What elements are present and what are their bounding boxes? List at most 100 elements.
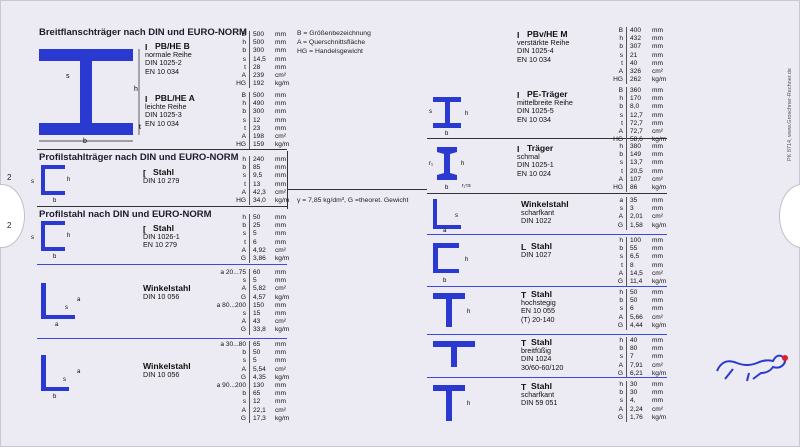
param-value: 300 — [249, 47, 273, 56]
block-winkel-1: Winkelstahl DIN 10 056 — [143, 283, 191, 301]
param-label: HG — [236, 196, 246, 204]
param-value: 360 — [626, 87, 650, 96]
param-label: B — [241, 31, 246, 38]
profile-name: PB/HE B — [155, 41, 190, 51]
param-value: 4, — [626, 397, 650, 406]
param-value: 5 — [249, 230, 273, 239]
param-value: 12 — [249, 116, 273, 125]
param-unit: mm — [275, 100, 286, 108]
param-label: B — [618, 27, 623, 34]
param-value: 28 — [249, 63, 273, 72]
profile-name: PBL/HE A — [155, 93, 195, 103]
param-unit: mm — [652, 353, 663, 361]
param-label: b — [242, 222, 246, 230]
param-value: 307 — [626, 43, 650, 52]
dim-s: s — [66, 73, 70, 80]
right-finger-notch[interactable] — [779, 184, 800, 248]
block-stahl-u: [Stahl DIN 10 279 — [143, 167, 179, 185]
profile-name: Stahl — [531, 381, 553, 391]
param-unit: mm — [652, 87, 663, 94]
divider-line — [427, 377, 667, 378]
dim-h: h — [465, 111, 468, 117]
profile-desc: verstärkte Reihe — [517, 38, 570, 47]
param-label: a — [619, 197, 623, 204]
param-value: 4,35 — [249, 373, 273, 382]
param-value: 12 — [249, 398, 273, 407]
param-value: 4,57 — [249, 293, 273, 302]
param-value: 72,7 — [626, 127, 650, 137]
param-label: A — [241, 406, 246, 414]
i-profile-icon: I — [517, 144, 520, 154]
dim-s: s — [31, 179, 34, 185]
param-unit: kg/m — [652, 413, 667, 421]
dim-s: s — [31, 235, 34, 241]
param-label: t — [621, 167, 623, 175]
profile-desc: 30/60-60/120 — [521, 362, 564, 372]
param-label: G — [240, 373, 246, 381]
param-label: A — [618, 127, 623, 135]
dim-s: s — [429, 109, 432, 115]
param-value: 1,58 — [626, 221, 650, 230]
param-unit: mm — [275, 124, 286, 132]
param-value: 30 — [626, 389, 650, 398]
param-value: 432 — [626, 35, 650, 44]
param-value: 192 — [249, 80, 273, 89]
param-label: HG — [613, 183, 623, 191]
profile-desc: DIN 1025-2 — [145, 58, 182, 68]
param-unit: mm — [275, 47, 286, 55]
param-value: 15 — [249, 309, 273, 319]
profile-desc: EN 10 024 — [517, 168, 551, 178]
profile-name: Stahl — [531, 241, 553, 251]
param-unit: mm — [275, 390, 286, 398]
param-value: 262 — [626, 76, 650, 85]
param-label: s — [619, 159, 623, 167]
param-value: 380 — [626, 143, 650, 152]
left-finger-notch[interactable] — [0, 184, 25, 248]
param-value: 107 — [626, 175, 650, 184]
param-label: b — [619, 345, 623, 353]
param-value: 3 — [626, 205, 650, 214]
param-unit: cm² — [275, 318, 286, 326]
t-profile-icon: T — [521, 290, 527, 300]
param-value: 65 — [249, 390, 273, 399]
param-label: A — [618, 313, 623, 321]
dim-a: a — [77, 297, 81, 303]
profile-desc: DIN 1024 — [521, 354, 552, 364]
profile-desc: hochstegig — [521, 298, 556, 307]
legend-gamma: γ = 7,85 kg/dm³, G =theoret. Gewicht — [297, 197, 409, 204]
profile-desc: DIN 1025-1 — [517, 160, 554, 170]
param-label: h — [619, 35, 623, 43]
profile-name: Stahl — [153, 167, 175, 177]
param-unit: mm — [275, 31, 286, 38]
profile-desc: DIN 10 056 — [143, 370, 180, 379]
param-unit: cm² — [275, 188, 286, 196]
param-unit: mm — [275, 398, 286, 406]
profile-desc: scharfkant — [521, 208, 555, 217]
param-value: 130 — [249, 381, 273, 391]
param-unit: kg/m — [652, 369, 667, 377]
param-label: A — [241, 132, 246, 140]
dim-h: h — [467, 401, 470, 407]
